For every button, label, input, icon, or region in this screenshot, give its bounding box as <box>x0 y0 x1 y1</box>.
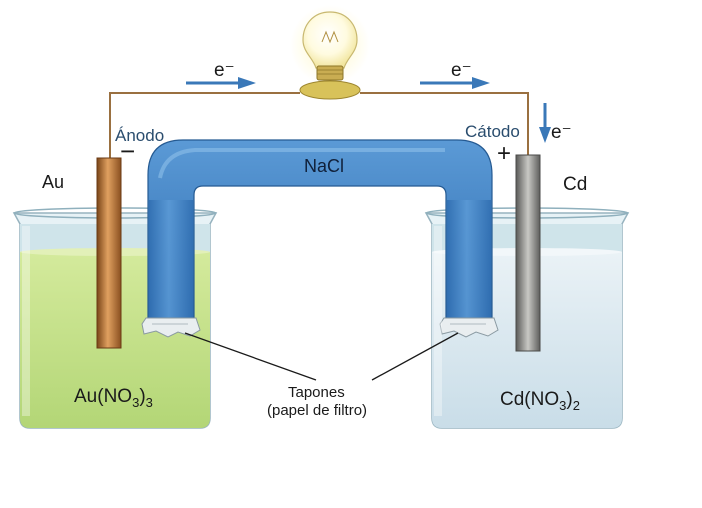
anode-label: Ánodo <box>115 126 164 145</box>
left-solution-label: Au(NO3)3 <box>74 386 153 410</box>
cathode-sign: + <box>497 140 511 167</box>
electron-label-cathode: e⁻ <box>551 122 572 143</box>
electron-label-left: e⁻ <box>214 60 235 81</box>
electron-flow-arrow-cathode <box>539 103 551 143</box>
salt-bridge-label: NaCl <box>304 156 344 176</box>
left-metal-label: Au <box>42 172 64 192</box>
electron-flow-arrow-right <box>420 77 490 89</box>
gold-electrode <box>96 157 122 349</box>
salt-bridge-tube <box>147 139 493 319</box>
external-wire <box>109 92 529 160</box>
plug-pointer-left <box>184 332 317 381</box>
light-bulb-icon <box>290 5 370 100</box>
anode-sign: − <box>120 136 135 166</box>
electron-flow-arrow-left <box>186 77 256 89</box>
plug-pointer-right <box>371 332 459 381</box>
right-metal-label: Cd <box>563 174 587 195</box>
plugs-label-line2: (papel de filtro) <box>267 402 367 419</box>
plugs-label-line1: Tapones <box>288 384 345 401</box>
electron-label-right: e⁻ <box>451 60 472 81</box>
right-filter-plug <box>439 317 499 338</box>
cadmium-electrode <box>515 154 541 352</box>
right-solution-label: Cd(NO3)2 <box>500 389 580 413</box>
left-filter-plug <box>141 317 201 338</box>
cathode-label: Cátodo <box>465 122 520 141</box>
